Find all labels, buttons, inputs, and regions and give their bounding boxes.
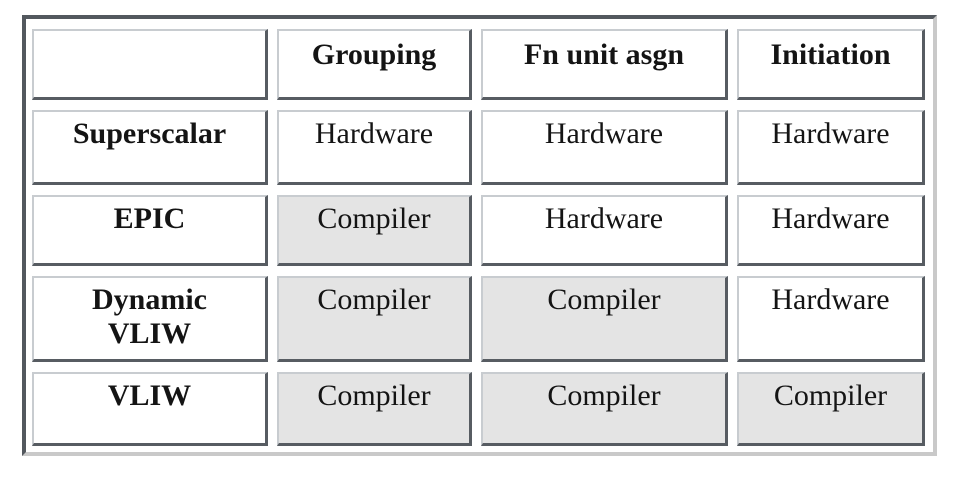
row-header-label: Dynamic VLIW xyxy=(92,283,207,350)
cell-vliw-fn-unit-asgn: Compiler xyxy=(481,372,728,446)
cell-vliw-initiation: Compiler xyxy=(737,372,925,446)
row-header-superscalar: Superscalar xyxy=(32,110,268,185)
architecture-comparison-table: Grouping Fn unit asgn Initiation Supersc… xyxy=(22,15,937,456)
column-header-grouping: Grouping xyxy=(277,29,472,100)
cell-epic-grouping: Compiler xyxy=(277,195,472,266)
corner-cell xyxy=(32,29,268,100)
cell-epic-fn-unit-asgn: Hardware xyxy=(481,195,728,266)
cell-vliw-grouping: Compiler xyxy=(277,372,472,446)
row-header-epic: EPIC xyxy=(32,195,268,266)
cell-superscalar-grouping: Hardware xyxy=(277,110,472,185)
row-header-label: EPIC xyxy=(113,202,186,235)
column-header-fn-unit-asgn: Fn unit asgn xyxy=(481,29,728,100)
row-header-label: VLIW xyxy=(107,379,192,412)
column-header-initiation: Initiation xyxy=(737,29,925,100)
cell-epic-initiation: Hardware xyxy=(737,195,925,266)
cell-superscalar-initiation: Hardware xyxy=(737,110,925,185)
table-grid: Grouping Fn unit asgn Initiation Supersc… xyxy=(26,19,933,452)
row-header-vliw: VLIW xyxy=(32,372,268,446)
cell-dynamic-vliw-initiation: Hardware xyxy=(737,276,925,362)
cell-dynamic-vliw-grouping: Compiler xyxy=(277,276,472,362)
row-header-dynamic-vliw: Dynamic VLIW xyxy=(32,276,268,362)
cell-superscalar-fn-unit-asgn: Hardware xyxy=(481,110,728,185)
row-header-label: Superscalar xyxy=(72,117,227,150)
cell-dynamic-vliw-fn-unit-asgn: Compiler xyxy=(481,276,728,362)
